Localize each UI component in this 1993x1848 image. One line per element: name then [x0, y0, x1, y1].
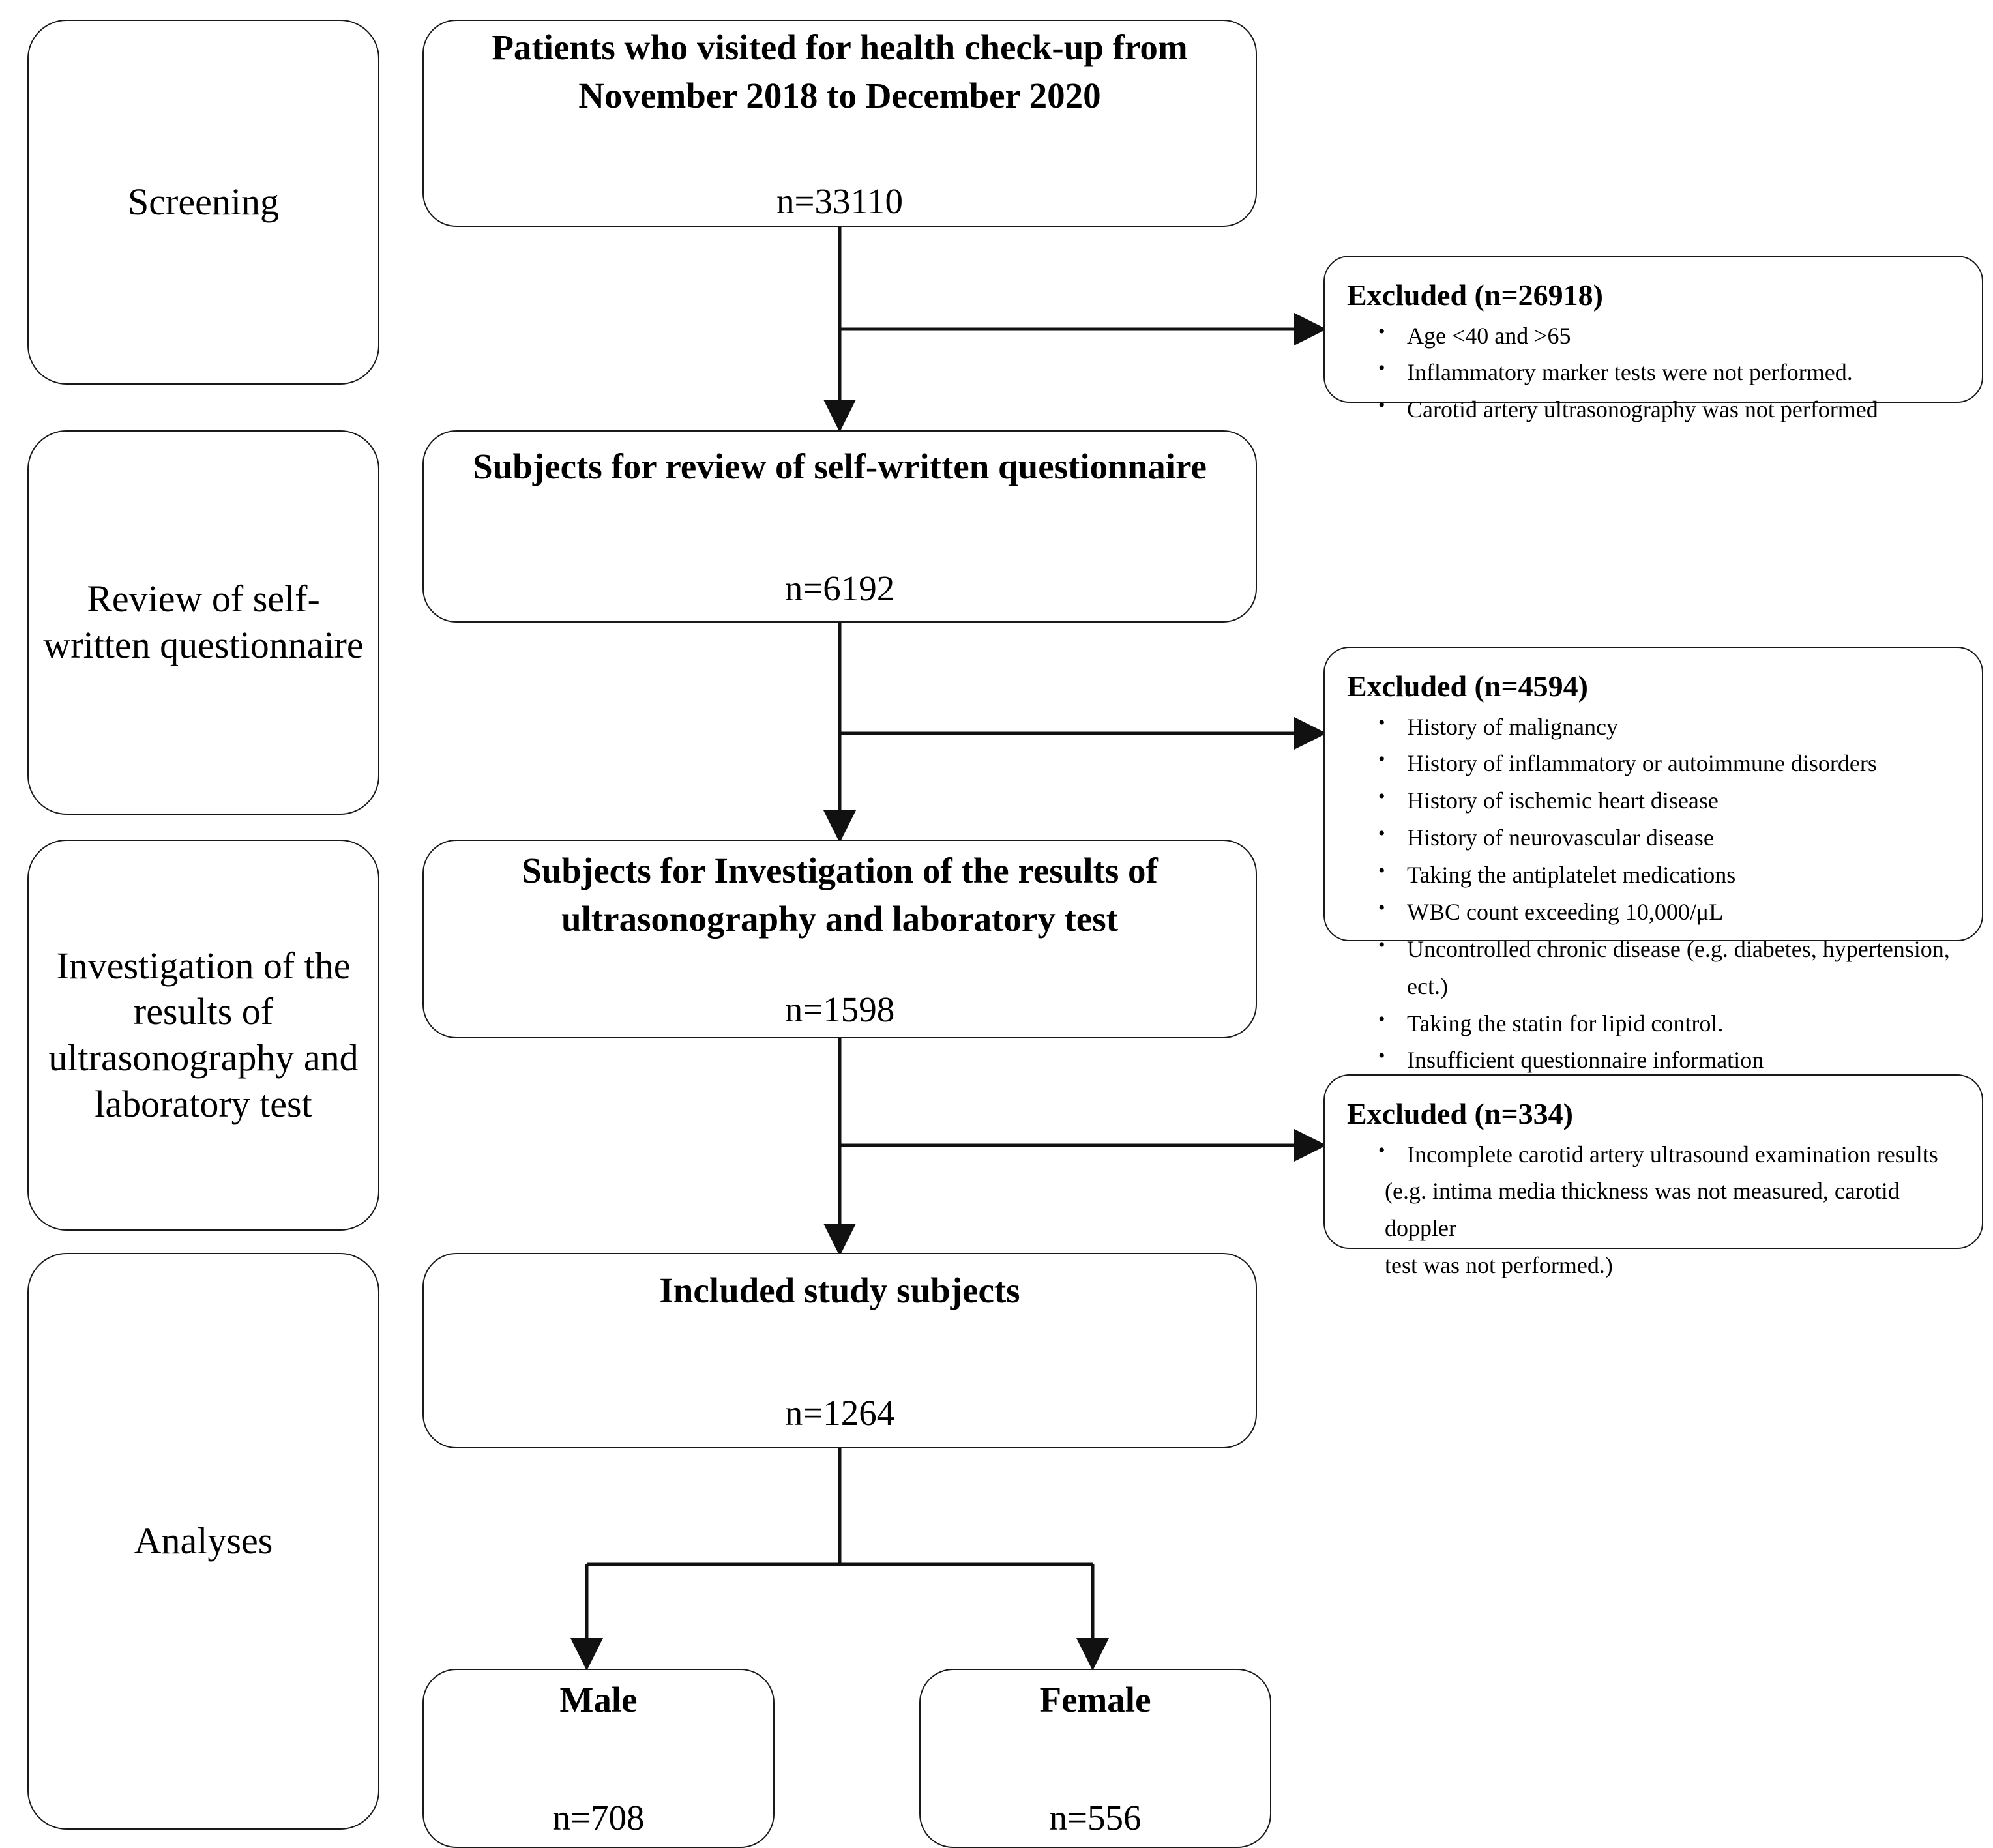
excluded-box-3: Excluded (n=334) Incomplete carotid arte… — [1323, 1074, 1983, 1278]
list-item: Inflammatory marker tests were not perfo… — [1378, 353, 1878, 391]
flow-box-male-label: Male — [559, 1679, 638, 1720]
list-item: History of neurovascular disease — [1378, 818, 1965, 857]
flow-box-questionnaire: Subjects for review of self-written ques… — [422, 430, 1257, 623]
flow-box-female-count: n=556 — [1049, 1797, 1142, 1838]
list-item: Taking the statin for lipid control. — [1378, 1004, 1965, 1042]
stage-box-investigation: Investigation of the results of ultrason… — [27, 840, 379, 1231]
list-item: History of malignancy — [1378, 707, 1965, 746]
flow-box-male-count: n=708 — [552, 1797, 645, 1838]
excluded-box-3-list: Incomplete carotid artery ultrasound exa… — [1342, 1135, 1938, 1173]
list-item: Uncontrolled chronic disease (e.g. diabe… — [1378, 930, 1965, 1005]
flow-box-screened: Patients who visited for health check-up… — [422, 20, 1257, 227]
excluded-box-2-list: History of malignancy History of inflamm… — [1342, 707, 1965, 1079]
stage-box-review: Review of self-written questionnaire — [27, 430, 379, 815]
excluded-box-2: Excluded (n=4594) History of malignancy … — [1323, 647, 1983, 1073]
flow-box-investigation-count: n=1598 — [784, 990, 895, 1030]
flow-box-screened-title-line1: Patients who visited for health check-up… — [492, 27, 1188, 68]
excluded-box-1-list: Age <40 and >65 Inflammatory marker test… — [1342, 316, 1878, 429]
list-item: Age <40 and >65 — [1378, 316, 1878, 355]
flow-box-questionnaire-title-line1: Subjects for review of self-written ques… — [473, 446, 1207, 486]
list-item: Taking the antiplatelet medications — [1378, 855, 1965, 894]
flow-box-included: Included study subjects n=1264 — [422, 1253, 1257, 1448]
list-item: Incomplete carotid artery ultrasound exa… — [1378, 1135, 1938, 1173]
excluded-box-3-continuation-line1: (e.g. intima media thickness was not mea… — [1385, 1178, 1900, 1242]
flow-box-screened-count: n=33110 — [776, 181, 903, 221]
stage-label-analyses: Analyses — [134, 1519, 273, 1562]
excluded-box-3-continuation-line2: test was not performed.) — [1385, 1252, 1613, 1279]
flow-box-included-title-line1: Included study subjects — [659, 1270, 1020, 1311]
flow-box-screened-title-line2: November 2018 to December 2020 — [578, 76, 1101, 115]
stage-box-screening: Screening — [27, 20, 379, 385]
stage-box-analyses: Analyses — [27, 1253, 379, 1830]
stage-label-review: Review of self-written questionnaire — [43, 578, 364, 666]
flow-box-female-label: Female — [1039, 1679, 1151, 1720]
stage-label-investigation: Investigation of the results of ultrason… — [48, 944, 359, 1125]
list-item: Insufficient questionnaire information — [1378, 1040, 1965, 1079]
list-item: History of ischemic heart disease — [1378, 781, 1965, 819]
flow-box-questionnaire-count: n=6192 — [784, 568, 895, 609]
list-item: WBC count exceeding 10,000/μL — [1378, 892, 1965, 931]
flow-box-investigation: Subjects for Investigation of the result… — [422, 840, 1257, 1038]
flow-box-investigation-title-line2: ultrasonography and laboratory test — [561, 898, 1119, 939]
list-item: History of inflammatory or autoimmune di… — [1378, 744, 1965, 782]
excluded-box-3-title: Excluded (n=334) — [1347, 1097, 1573, 1130]
flow-box-male: Male n=708 — [422, 1669, 775, 1848]
excluded-box-1: Excluded (n=26918) Age <40 and >65 Infla… — [1323, 256, 1983, 422]
excluded-box-2-title: Excluded (n=4594) — [1347, 669, 1588, 703]
flow-box-included-count: n=1264 — [784, 1392, 895, 1433]
stage-label-screening: Screening — [128, 180, 279, 223]
list-item: Carotid artery ultrasonography was not p… — [1378, 390, 1878, 428]
flow-box-female: Female n=556 — [919, 1669, 1271, 1848]
excluded-box-1-title: Excluded (n=26918) — [1347, 278, 1603, 312]
flow-box-investigation-title-line1: Subjects for Investigation of the result… — [522, 850, 1158, 890]
